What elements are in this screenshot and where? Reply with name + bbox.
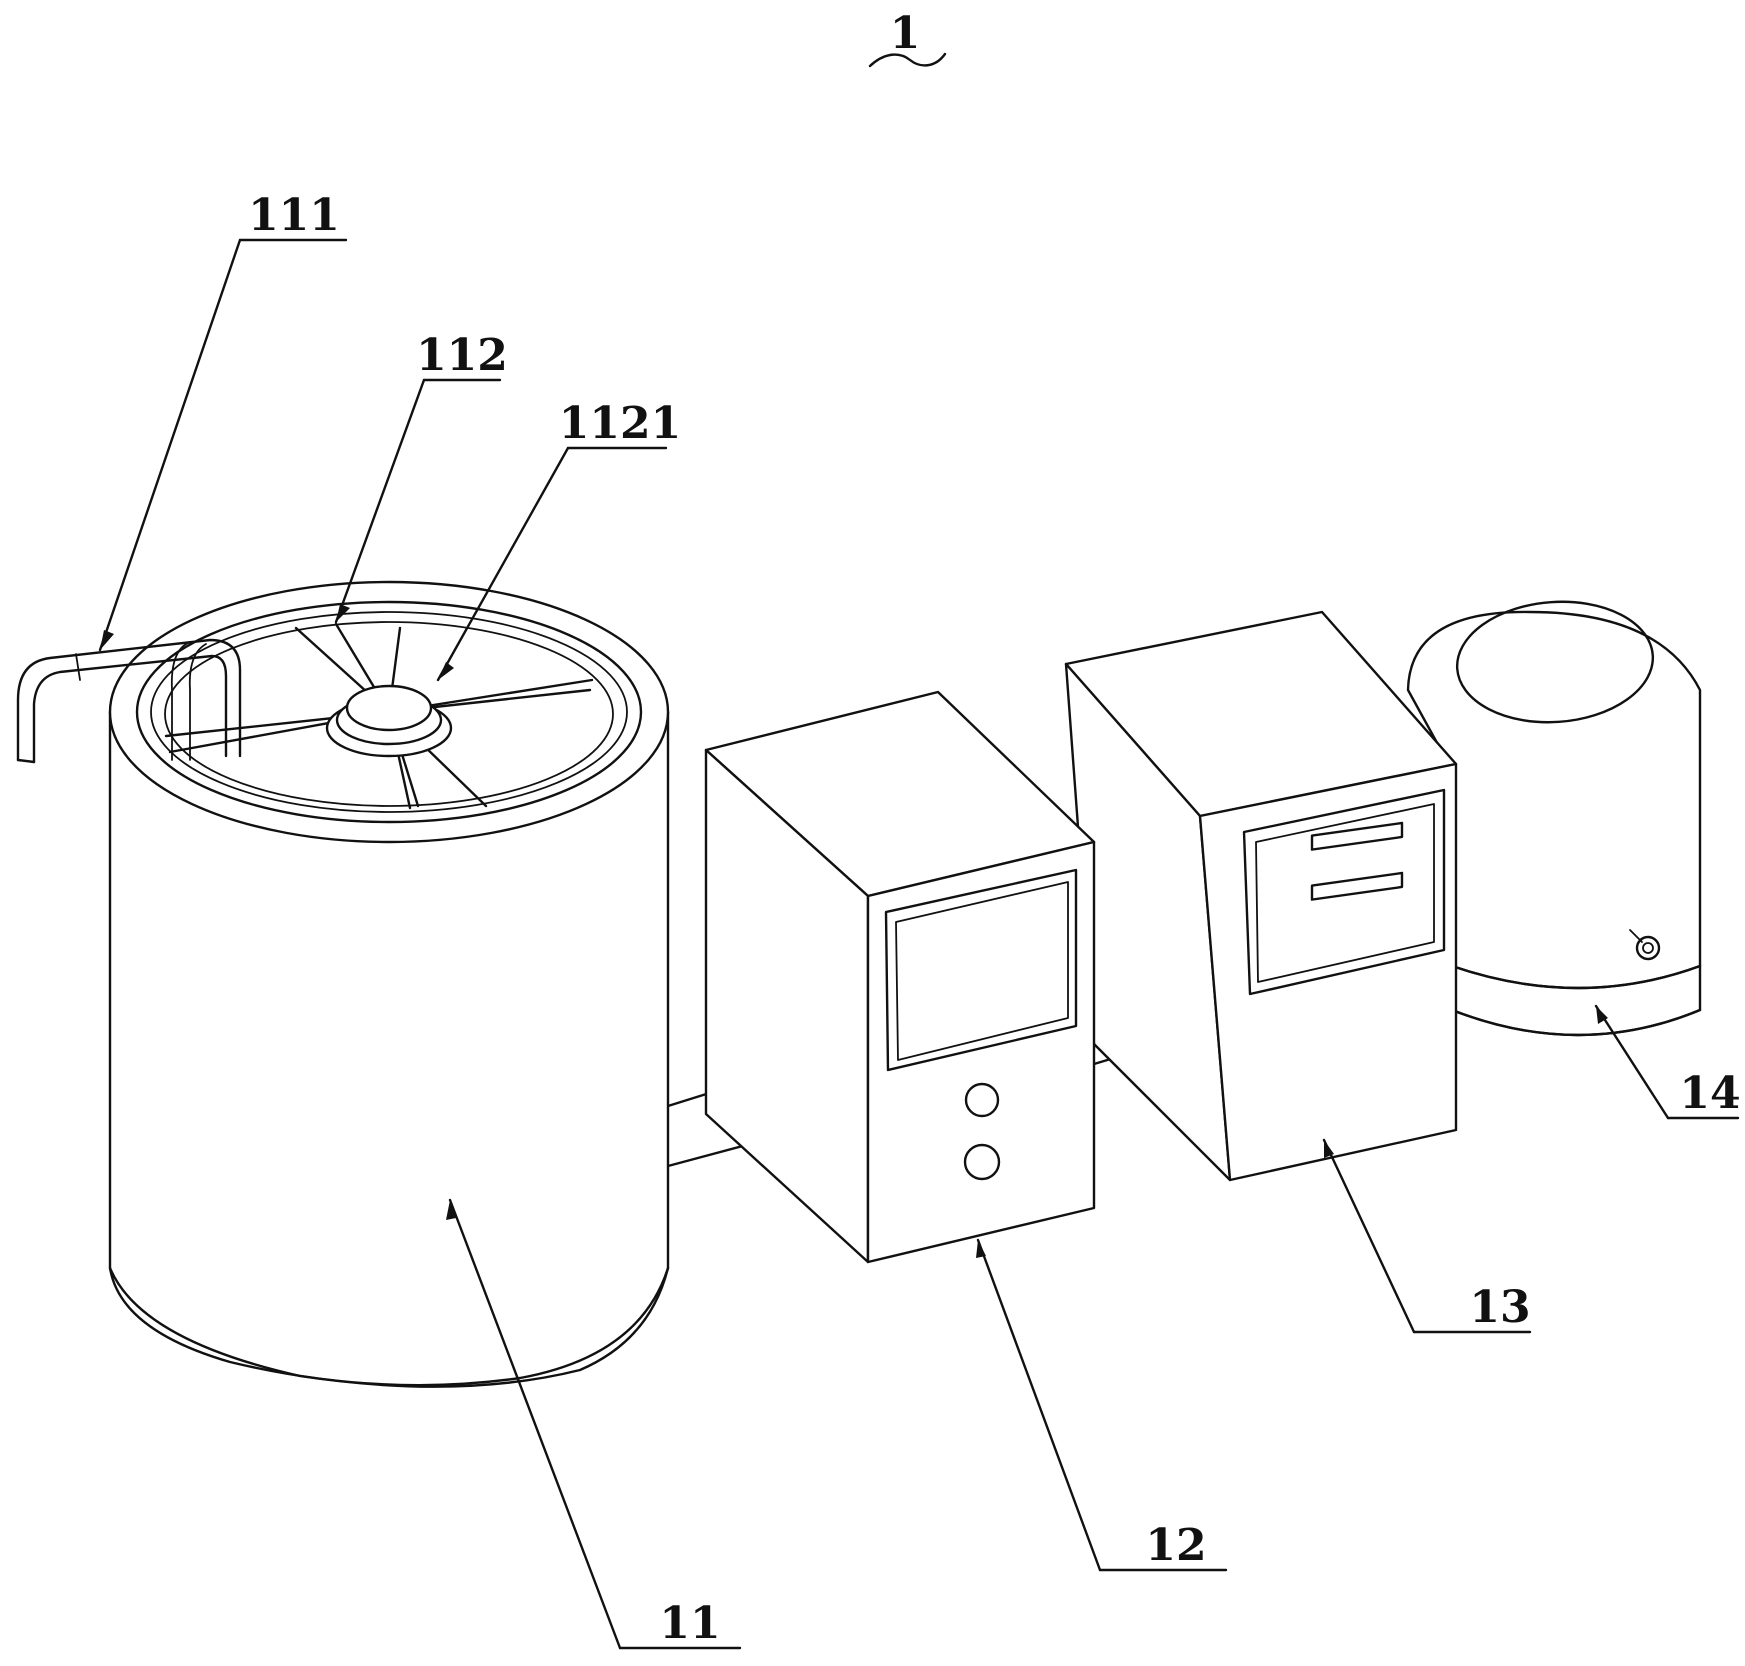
- label-14: 14: [1679, 1068, 1740, 1119]
- label-13: 13: [1469, 1282, 1530, 1333]
- unit-box-12: [704, 690, 1096, 1264]
- assembly-tilde: [868, 52, 947, 68]
- label-111: 111: [248, 190, 340, 241]
- leader-lines: [98, 238, 1740, 1650]
- unit-box-13: [1064, 610, 1458, 1182]
- inlet-pipe-111: [16, 638, 242, 764]
- leader-arrows: [100, 604, 1608, 1258]
- reference-numerals: 111 112 1121 11 12 13 14: [248, 190, 1741, 1649]
- label-12: 12: [1145, 1520, 1206, 1571]
- label-112: 112: [416, 330, 508, 381]
- drum-14: [1406, 600, 1702, 1037]
- assembly-label-group: 1: [868, 8, 947, 68]
- tank-11: [16, 580, 670, 1388]
- label-1121: 1121: [559, 398, 681, 449]
- fan-hub: [325, 684, 453, 758]
- label-11: 11: [659, 1598, 720, 1649]
- assembly-label: 1: [890, 8, 921, 59]
